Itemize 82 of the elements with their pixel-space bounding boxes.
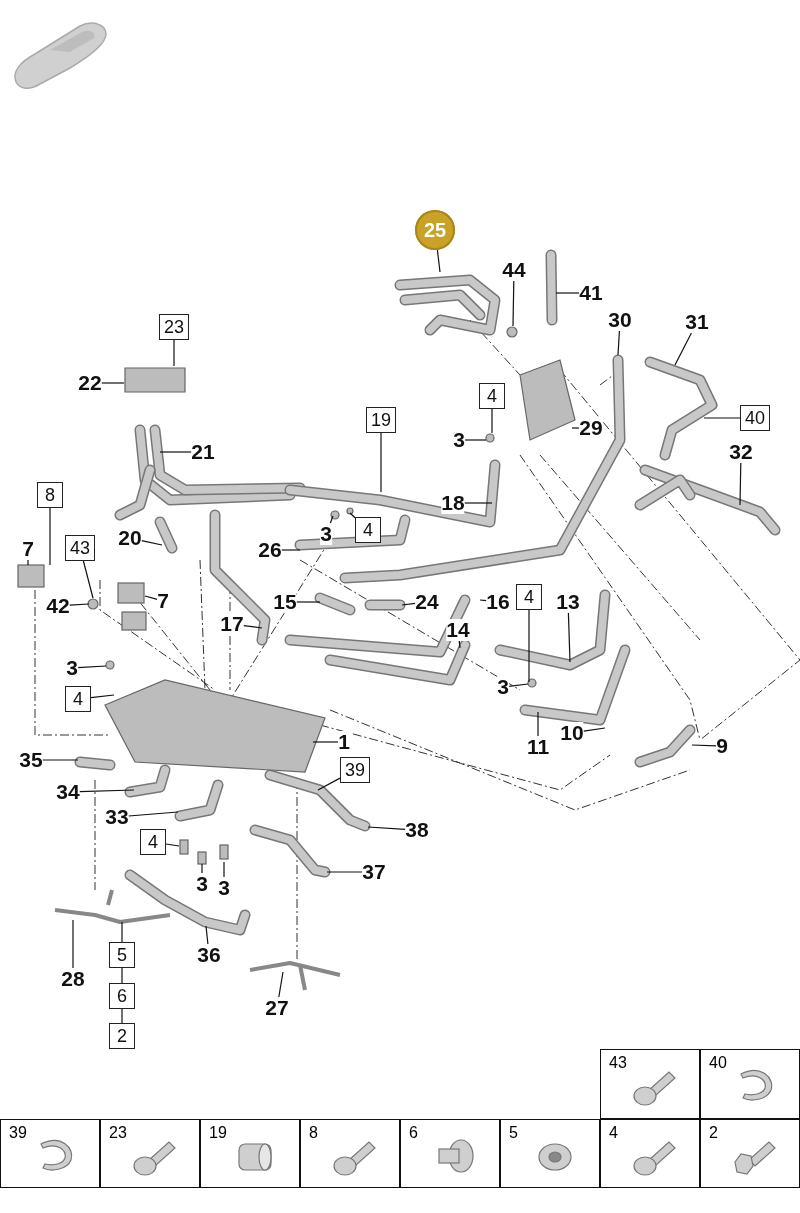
leader-line: [101, 382, 125, 384]
boxed-callout-number: 6: [109, 983, 135, 1009]
leader-line: [326, 871, 363, 873]
leader-line: [555, 292, 580, 294]
leader-line: [464, 439, 487, 441]
part-number: 5: [509, 1124, 518, 1142]
leader-line: [512, 280, 515, 327]
leader-line: [571, 427, 580, 429]
leader-line: [329, 515, 334, 524]
part-number: 43: [609, 1054, 627, 1072]
leader-line: [367, 826, 406, 830]
part-number: 19: [209, 1124, 227, 1142]
boxed-callout-number: 4: [140, 829, 166, 855]
leader-line: [464, 502, 493, 504]
leader-line: [296, 601, 321, 603]
callout-number: 15: [273, 591, 297, 613]
leader-line: [205, 925, 209, 945]
leader-line: [567, 612, 571, 663]
leader-line: [121, 1008, 123, 1024]
part-number: 23: [109, 1124, 127, 1142]
leader-line: [128, 811, 179, 817]
leader-line: [703, 417, 741, 419]
leader-line: [401, 602, 416, 606]
boxed-callout-number: 39: [340, 757, 370, 783]
part-number: 2: [709, 1124, 718, 1142]
boxed-callout-number: 4: [516, 584, 542, 610]
leader-line: [583, 727, 606, 732]
part-number: 8: [309, 1124, 318, 1142]
leader-line: [159, 451, 192, 453]
leader-line: [508, 683, 529, 687]
part-number: 6: [409, 1124, 418, 1142]
leader-line: [528, 609, 530, 683]
leader-line: [436, 249, 441, 273]
boxed-callout-number: 4: [479, 383, 505, 409]
callout-circle: 25: [415, 210, 455, 250]
boxed-callout-number: 40: [740, 405, 770, 431]
leader-line: [144, 595, 158, 600]
leader-line: [491, 408, 493, 434]
part-number: 39: [9, 1124, 27, 1142]
callout-number: 17: [220, 613, 244, 635]
leader-line: [317, 777, 341, 791]
leader-line: [69, 603, 90, 606]
boxed-callout-number: 43: [65, 535, 95, 561]
leader-line: [458, 640, 461, 649]
part-number: 40: [709, 1054, 727, 1072]
boxed-callout-number: 4: [65, 686, 91, 712]
leader-line: [165, 843, 180, 847]
leader-line: [90, 694, 115, 699]
leader-line: [349, 512, 356, 519]
leader-line: [674, 332, 692, 366]
leader-line: [79, 789, 135, 793]
leader-line: [691, 744, 717, 747]
boxed-callout-number: 23: [159, 314, 189, 340]
leader-line: [739, 462, 742, 506]
leader-line: [312, 741, 339, 743]
leader-line: [223, 861, 225, 878]
boxed-callout-number: 2: [109, 1023, 135, 1049]
leader-line: [479, 599, 487, 602]
leader-line: [278, 971, 284, 998]
leader-line: [27, 559, 29, 566]
callout-number: 3: [320, 523, 332, 545]
boxed-callout-number: 4: [355, 517, 381, 543]
leader-line: [42, 759, 79, 761]
part-number: 4: [609, 1124, 618, 1142]
leader-line: [121, 967, 123, 984]
boxed-callout-number: 8: [37, 482, 63, 508]
leader-line: [77, 665, 107, 669]
leader-line: [141, 540, 163, 546]
callout-number: 14: [446, 619, 470, 641]
leader-line: [380, 432, 382, 493]
leader-line: [201, 863, 203, 874]
leader-line: [82, 560, 94, 599]
leader-line: [49, 507, 51, 566]
leader-line: [243, 625, 263, 629]
boxed-callout-number: 19: [366, 407, 396, 433]
leader-line: [617, 330, 620, 356]
leader-line: [72, 919, 74, 969]
boxed-callout-number: 5: [109, 942, 135, 968]
leader-line: [173, 339, 175, 367]
leader-line: [281, 549, 301, 551]
leader-line: [537, 711, 539, 737]
leader-line: [121, 921, 123, 943]
